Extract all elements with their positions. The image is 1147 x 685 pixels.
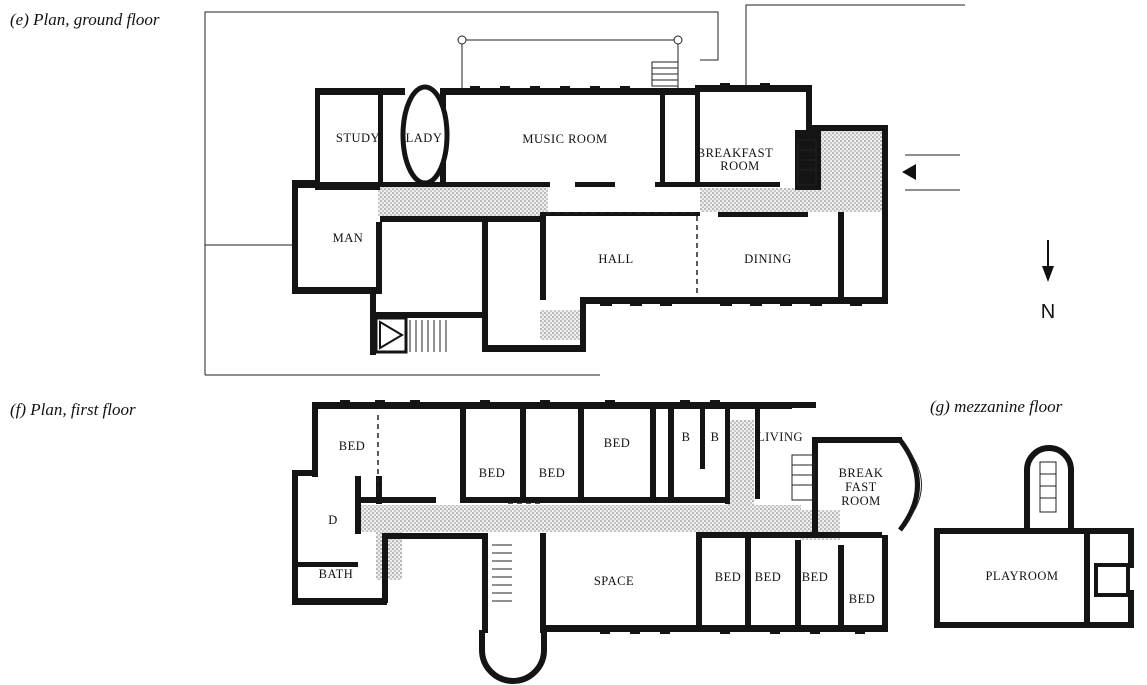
room-breakfast-line1: BREAK — [839, 466, 884, 480]
room-breakfast-line2: FAST — [845, 480, 877, 494]
room-bed-8: BED — [849, 592, 876, 606]
room-dining: DINING — [744, 252, 791, 266]
room-man: MAN — [333, 231, 364, 245]
room-bed-5: BED — [715, 570, 742, 584]
caption-ground-floor: (e) Plan, ground floor — [10, 10, 160, 29]
room-music: MUSIC ROOM — [522, 132, 607, 146]
room-bed-3: BED — [539, 466, 566, 480]
room-breakfast-line2: ROOM — [720, 159, 760, 173]
room-bed-6: BED — [755, 570, 782, 584]
ground-floor-plan: STUDY LADY MUSIC ROOM BREAKFAST ROOM MAN… — [204, 4, 1055, 376]
room-bed-1: BED — [339, 439, 366, 453]
caption-first-floor: (f) Plan, first floor — [10, 400, 136, 419]
room-living: LIVING — [757, 430, 803, 444]
room-bed-7: BED — [802, 570, 829, 584]
room-d: D — [328, 513, 338, 527]
room-hall: HALL — [598, 252, 633, 266]
room-b-1: B — [682, 430, 691, 444]
room-study: STUDY — [336, 131, 380, 145]
room-b-2: B — [711, 430, 720, 444]
room-space: SPACE — [594, 574, 634, 588]
room-bath: BATH — [319, 567, 354, 581]
caption-mezzanine-floor: (g) mezzanine floor — [930, 397, 1063, 416]
room-lady: LADY — [406, 131, 443, 145]
room-bed-2: BED — [479, 466, 506, 480]
room-breakfast-line3: ROOM — [841, 494, 881, 508]
first-floor-plan: BED BED BED BED B B LIVING BREAK FAST RO… — [292, 400, 922, 684]
room-playroom: PLAYROOM — [985, 569, 1058, 583]
room-bed-4: BED — [604, 436, 631, 450]
mezzanine-floor-plan: PLAYROOM — [934, 445, 1134, 628]
north-label: N — [1041, 301, 1055, 323]
north-arrow-icon — [1042, 240, 1054, 282]
room-breakfast-line1: BREAKFAST — [697, 146, 774, 160]
